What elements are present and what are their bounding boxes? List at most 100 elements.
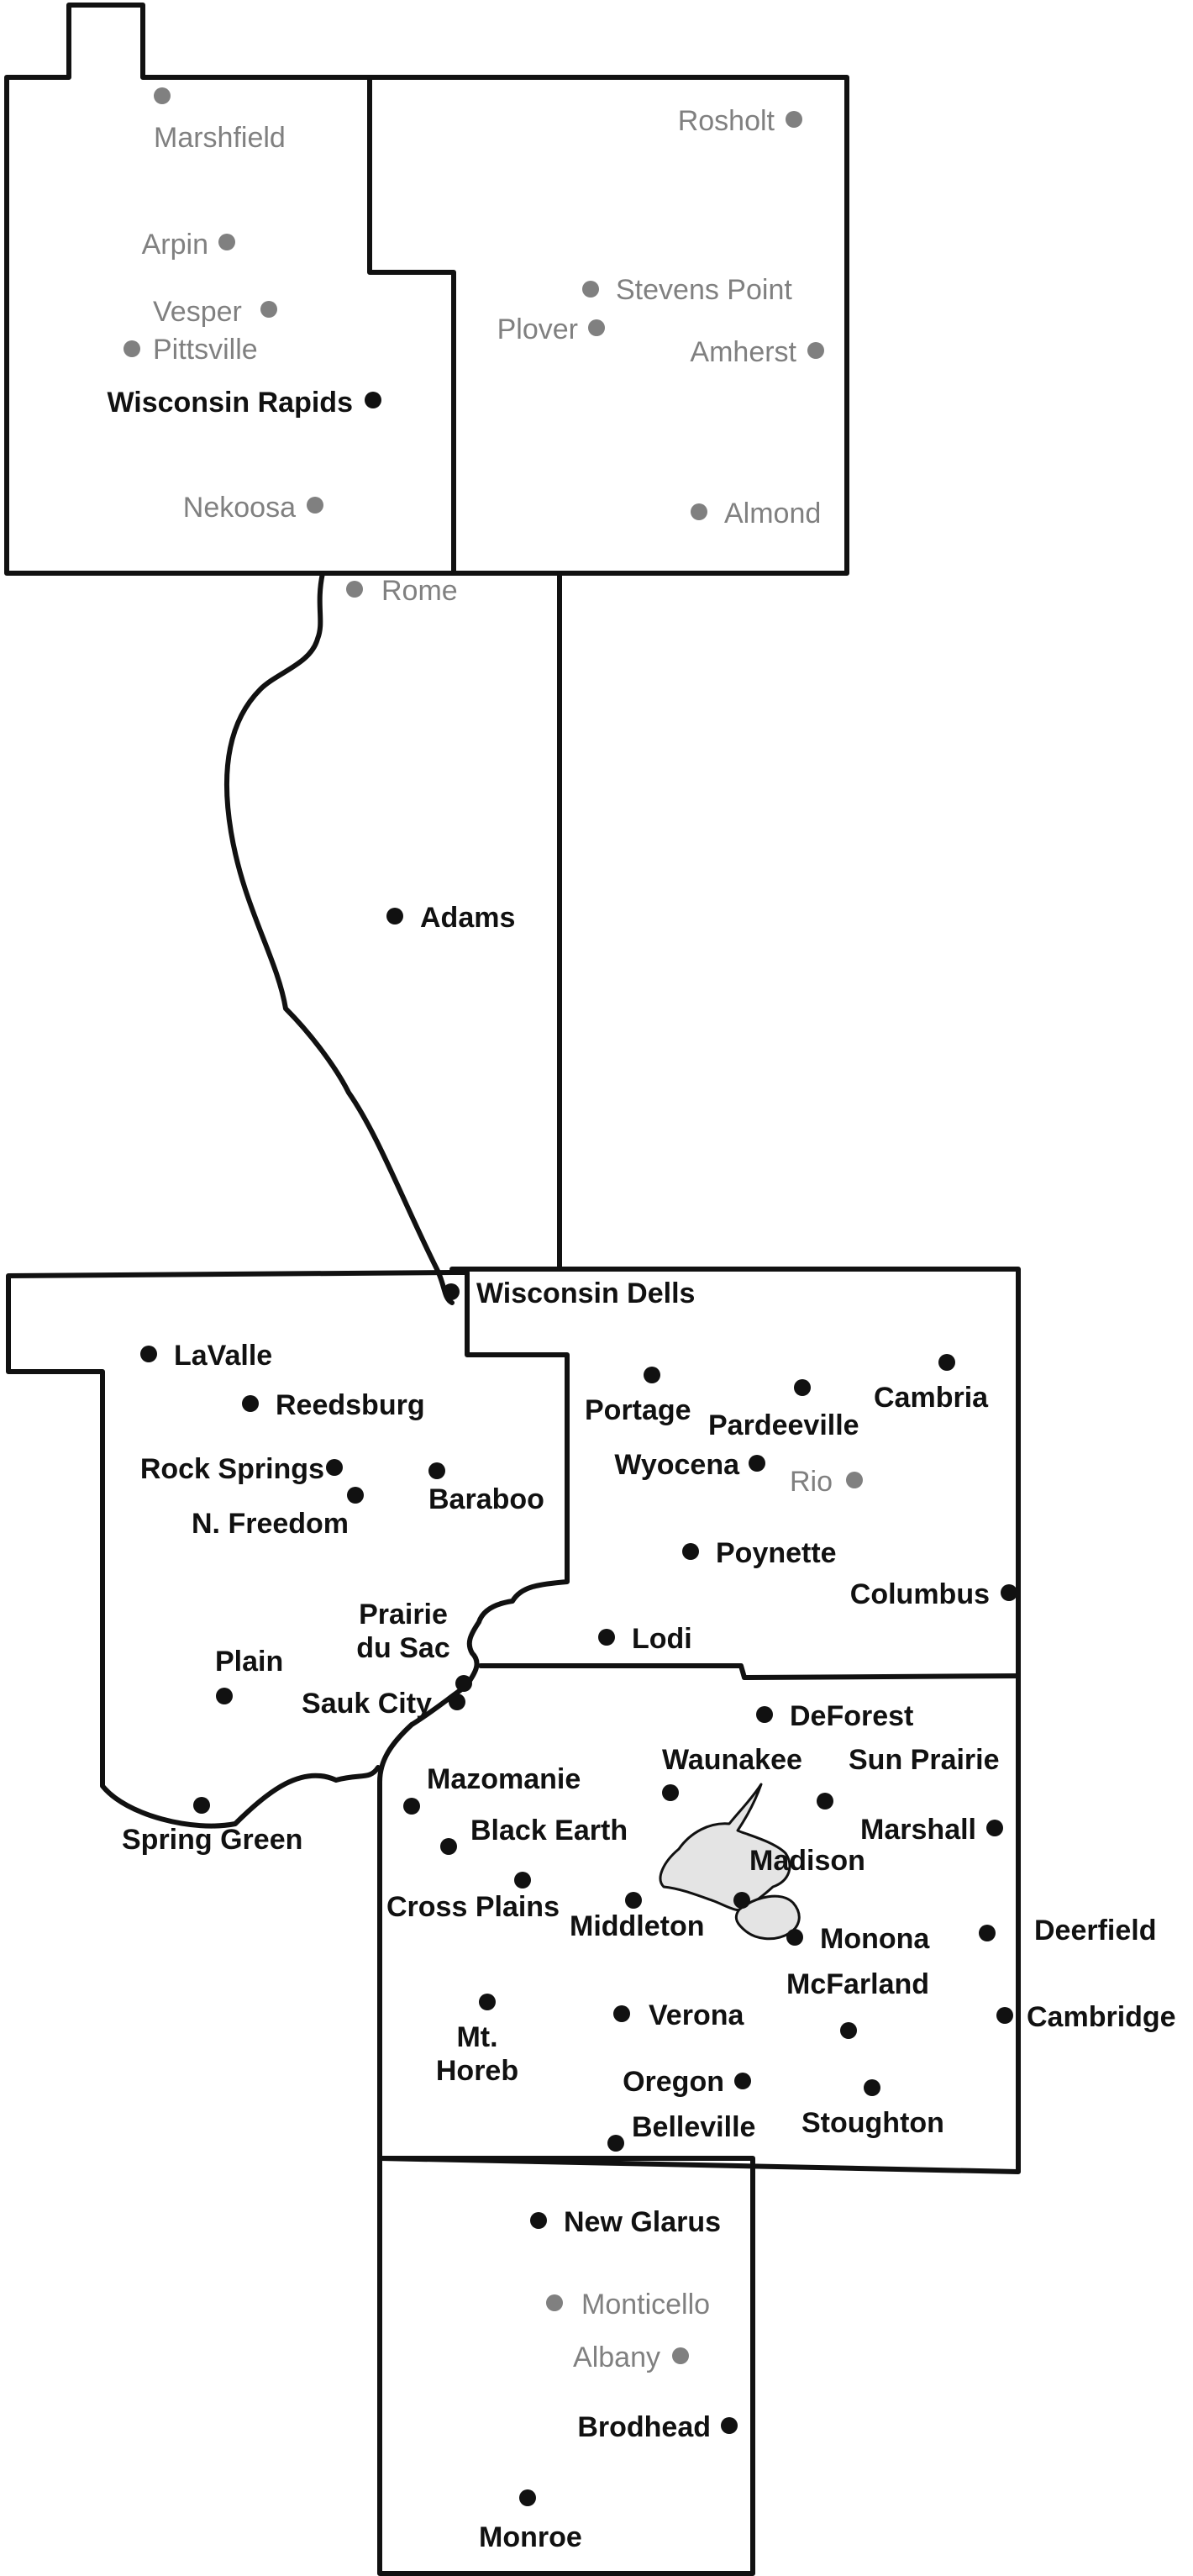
town-marker-oregon bbox=[734, 2073, 751, 2089]
boundary-sauk-county bbox=[6, 1270, 455, 1829]
county-boundaries bbox=[4, 3, 1021, 2576]
town-label-deerfield: Deerfield bbox=[1034, 1915, 1157, 1946]
town-marker-monticello bbox=[546, 2294, 563, 2311]
town-label-portage: Portage bbox=[585, 1394, 691, 1426]
town-marker-cambridge bbox=[996, 2007, 1013, 2024]
town-marker-pardeeville bbox=[794, 1379, 811, 1396]
boundary-dane-county bbox=[377, 1673, 1021, 2174]
town-label-mcfarland: McFarland bbox=[786, 1968, 929, 2000]
town-marker-plover bbox=[588, 319, 605, 336]
town-marker-vesper bbox=[260, 301, 277, 318]
town-label-madison: Madison bbox=[749, 1845, 865, 1877]
town-label-wisconsin-dells: Wisconsin Dells bbox=[476, 1277, 695, 1309]
town-label-cambridge: Cambridge bbox=[1027, 2001, 1176, 2033]
boundary-green-county bbox=[377, 2156, 755, 2576]
town-marker-rome bbox=[346, 581, 363, 598]
town-marker-sun-prairie bbox=[817, 1793, 833, 1810]
town-label-rome: Rome bbox=[381, 575, 458, 607]
town-marker-stevens-point bbox=[582, 281, 599, 298]
town-marker-arpin bbox=[218, 234, 235, 250]
boundary-wisconsin-river bbox=[223, 571, 455, 1305]
boundary-baraboo-lobe bbox=[449, 1270, 570, 1688]
town-marker-nekoosa bbox=[307, 497, 323, 514]
town-marker-waunakee bbox=[662, 1784, 679, 1801]
town-label-marshfield: Marshfield bbox=[154, 122, 286, 154]
town-label-baraboo: Baraboo bbox=[428, 1483, 544, 1515]
town-label-waunakee: Waunakee bbox=[662, 1744, 802, 1776]
town-marker-reedsburg bbox=[242, 1395, 259, 1412]
town-marker-monona bbox=[786, 1929, 803, 1946]
town-label-arpin: Arpin bbox=[142, 229, 208, 261]
town-marker-mt-horeb bbox=[479, 1994, 496, 2010]
town-marker-verona bbox=[613, 2005, 630, 2022]
town-label-lodi: Lodi bbox=[632, 1623, 692, 1655]
town-label-mt-horeb: Mt.Horeb bbox=[436, 2021, 518, 2087]
town-marker-wisconsin-dells bbox=[443, 1283, 460, 1300]
town-marker-deforest bbox=[756, 1706, 773, 1723]
town-label-adams: Adams bbox=[420, 902, 515, 934]
town-marker-rock-springs bbox=[326, 1459, 343, 1476]
town-label-brodhead: Brodhead bbox=[577, 2411, 711, 2443]
town-label-spring-green: Spring Green bbox=[122, 1824, 302, 1856]
town-marker-n-freedom bbox=[347, 1487, 364, 1504]
lakes bbox=[659, 1783, 801, 1941]
town-marker-black-earth bbox=[440, 1838, 457, 1855]
town-marker-columbus bbox=[1001, 1584, 1017, 1601]
town-marker-rosholt bbox=[786, 111, 802, 128]
town-marker-almond bbox=[691, 503, 707, 520]
town-marker-lodi bbox=[598, 1629, 615, 1646]
lake-mendota bbox=[659, 1783, 791, 1912]
town-marker-wyocena bbox=[749, 1455, 765, 1472]
town-marker-marshall bbox=[986, 1820, 1003, 1836]
town-marker-portage bbox=[644, 1367, 660, 1383]
town-label-oregon: Oregon bbox=[623, 2066, 724, 2098]
boundary-wood-county bbox=[4, 3, 456, 576]
town-label-sun-prairie: Sun Prairie bbox=[849, 1744, 1000, 1776]
town-marker-madison bbox=[733, 1892, 750, 1909]
town-marker-sauk-city bbox=[449, 1694, 465, 1710]
town-marker-mazomanie bbox=[403, 1798, 420, 1815]
town-marker-brodhead bbox=[721, 2417, 738, 2434]
town-label-rosholt: Rosholt bbox=[678, 105, 775, 137]
town-marker-spring-green bbox=[193, 1797, 210, 1814]
town-marker-stoughton bbox=[864, 2079, 880, 2096]
town-marker-marshfield bbox=[154, 87, 171, 104]
town-label-verona: Verona bbox=[649, 1999, 744, 2031]
town-label-pittsville: Pittsville bbox=[153, 334, 258, 366]
town-label-rock-springs: Rock Springs bbox=[140, 1453, 324, 1485]
town-marker-rio bbox=[846, 1472, 863, 1488]
town-label-poynette: Poynette bbox=[716, 1537, 837, 1569]
town-label-almond: Almond bbox=[724, 498, 821, 529]
town-label-nekoosa: Nekoosa bbox=[183, 492, 296, 524]
town-label-vesper: Vesper bbox=[153, 296, 242, 328]
town-marker-cambria bbox=[938, 1354, 955, 1371]
town-label-wyocena: Wyocena bbox=[614, 1449, 740, 1481]
town-marker-adams bbox=[386, 908, 403, 925]
boundary-portage-county bbox=[367, 75, 849, 576]
town-label-marshall: Marshall bbox=[860, 1814, 976, 1846]
town-label-stoughton: Stoughton bbox=[801, 2107, 944, 2139]
town-label-deforest: DeForest bbox=[790, 1700, 913, 1732]
town-marker-baraboo bbox=[428, 1462, 445, 1479]
boundary-dane-north bbox=[478, 1663, 1021, 1680]
town-label-plover: Plover bbox=[497, 313, 578, 345]
town-label-reedsburg: Reedsburg bbox=[276, 1389, 425, 1421]
town-label-wisconsin-rapids: Wisconsin Rapids bbox=[107, 387, 353, 419]
town-label-belleville: Belleville bbox=[632, 2111, 755, 2143]
town-label-cross-plains: Cross Plains bbox=[386, 1891, 560, 1923]
town-marker-prairie-du-sac bbox=[455, 1675, 472, 1692]
town-label-monroe: Monroe bbox=[479, 2521, 582, 2553]
town-labels: MarshfieldArpinVesperPittsvilleWisconsin… bbox=[107, 105, 1175, 2553]
town-label-monticello: Monticello bbox=[581, 2289, 710, 2321]
town-label-n-freedom: N. Freedom bbox=[192, 1508, 349, 1540]
town-label-sauk-city: Sauk City bbox=[302, 1688, 432, 1720]
town-label-mazomanie: Mazomanie bbox=[427, 1763, 581, 1795]
town-marker-belleville bbox=[607, 2135, 624, 2152]
town-label-pardeeville: Pardeeville bbox=[708, 1409, 859, 1441]
town-label-rio: Rio bbox=[790, 1466, 833, 1498]
town-marker-middleton bbox=[625, 1892, 642, 1909]
town-label-stevens-point: Stevens Point bbox=[616, 274, 792, 306]
town-label-cambria: Cambria bbox=[874, 1382, 989, 1414]
